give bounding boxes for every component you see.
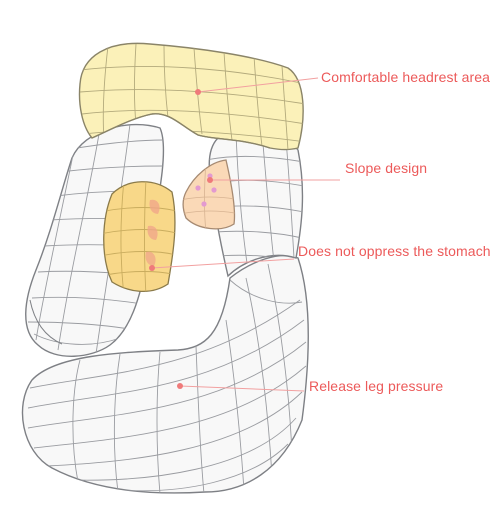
callout-label-leg: Release leg pressure — [309, 378, 444, 394]
leader-slope — [207, 177, 340, 183]
callout-leaders — [149, 77, 340, 392]
callout-label-slope: Slope design — [345, 160, 428, 176]
pillow-lower-curve — [21, 254, 309, 494]
pillow-right-arm — [208, 131, 304, 278]
pillow-slope-wedge — [182, 159, 236, 230]
pillow-side-cushion — [103, 181, 176, 292]
callout-label-stomach: Does not oppress the stomach — [298, 243, 491, 259]
callout-label-headrest: Comfortable headrest area — [321, 69, 491, 85]
leader-headrest — [195, 77, 319, 95]
leader-leg — [177, 383, 305, 392]
pillow-headrest — [78, 42, 304, 151]
leader-stomach — [149, 258, 295, 271]
